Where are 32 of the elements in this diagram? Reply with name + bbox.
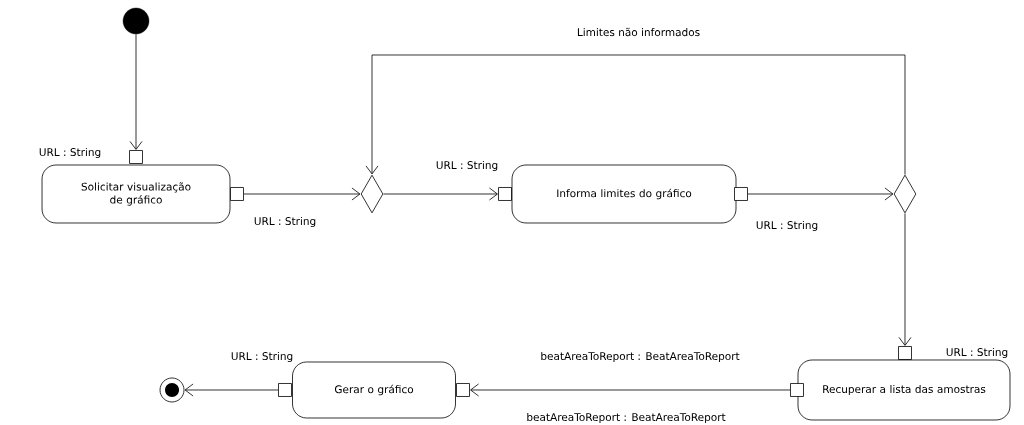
pin-box [129, 150, 143, 164]
pin-label: beatAreaToReport : BeatAreaToReport [527, 412, 726, 424]
initial-node [122, 7, 150, 35]
pin-label: beatAreaToReport : BeatAreaToReport [541, 351, 740, 363]
action-box: Gerar o gráfico [292, 361, 456, 419]
arrow [365, 54, 906, 175]
action-box: Informa limites do gráfico [511, 164, 737, 224]
arrow [747, 187, 894, 201]
pin-label: URL : String [39, 147, 101, 159]
action-box: Solicitar visualização de gráfico [41, 164, 231, 224]
arrow [243, 187, 361, 201]
pin-label: URL : String [254, 216, 316, 228]
decision-diamond [360, 174, 384, 214]
final-node [159, 377, 185, 403]
pin-label: URL : String [756, 220, 818, 232]
action-box: Recuperar a lista das amostras [797, 359, 1011, 421]
pin-box [734, 187, 748, 201]
pin-box [498, 187, 512, 201]
arrow [470, 383, 791, 397]
edge-label: Limites não informados [575, 26, 702, 38]
pin-box [278, 383, 292, 397]
pin-box [456, 383, 470, 397]
arrow [129, 33, 143, 150]
pin-box [898, 346, 912, 360]
arrow [383, 187, 498, 201]
pin-box [790, 383, 804, 397]
pin-box [230, 187, 244, 201]
arrow [184, 383, 279, 397]
decision-diamond [893, 174, 917, 214]
pin-label: URL : String [436, 160, 498, 172]
pin-label: URL : String [231, 351, 293, 363]
arrow [898, 213, 912, 346]
